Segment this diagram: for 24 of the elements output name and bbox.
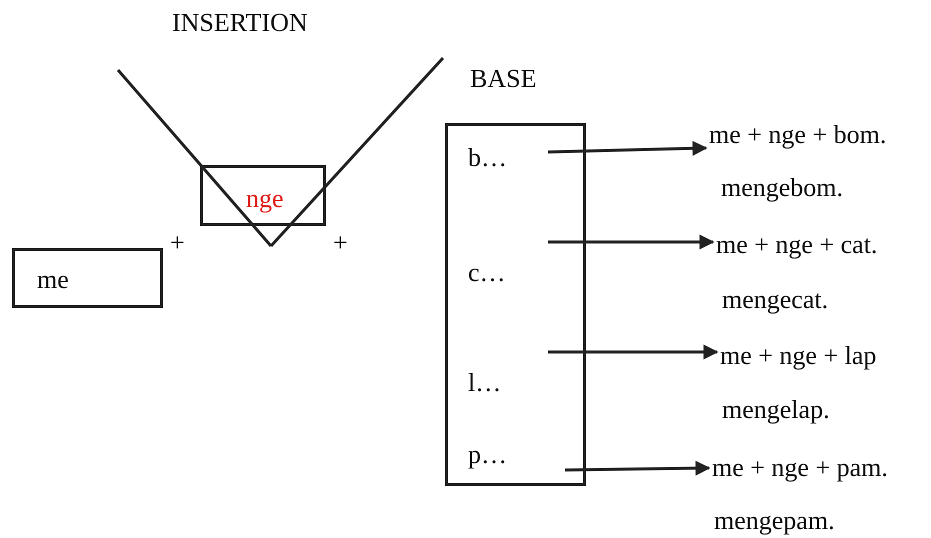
box-text: c…: [468, 258, 506, 288]
arrow: [564, 460, 710, 476]
formula-text: me + nge + bom.: [709, 120, 886, 150]
result-word: mengepam.: [714, 506, 835, 536]
result-word: mengecat.: [722, 285, 828, 315]
result-word: mengelap.: [722, 395, 830, 425]
result-word: mengebom.: [721, 173, 844, 203]
formula-text: me + nge + lap: [720, 341, 876, 371]
heading: INSERTION: [172, 8, 308, 38]
plus-sign: +: [170, 228, 185, 258]
formula-text: me + nge + pam.: [712, 453, 888, 483]
box-text: b…: [468, 143, 507, 173]
morpheme-box: [200, 165, 326, 226]
box-text: p…: [468, 440, 507, 470]
box-heading: BASE: [470, 64, 536, 94]
arrow: [548, 344, 718, 360]
box-text: nge: [246, 184, 284, 214]
arrow: [548, 140, 708, 156]
plus-sign: +: [333, 228, 348, 258]
morpheme-box: [12, 248, 163, 308]
box-text: me: [37, 265, 69, 295]
formula-text: me + nge + cat.: [716, 230, 878, 260]
box-text: l…: [468, 368, 502, 398]
arrow: [548, 234, 714, 250]
